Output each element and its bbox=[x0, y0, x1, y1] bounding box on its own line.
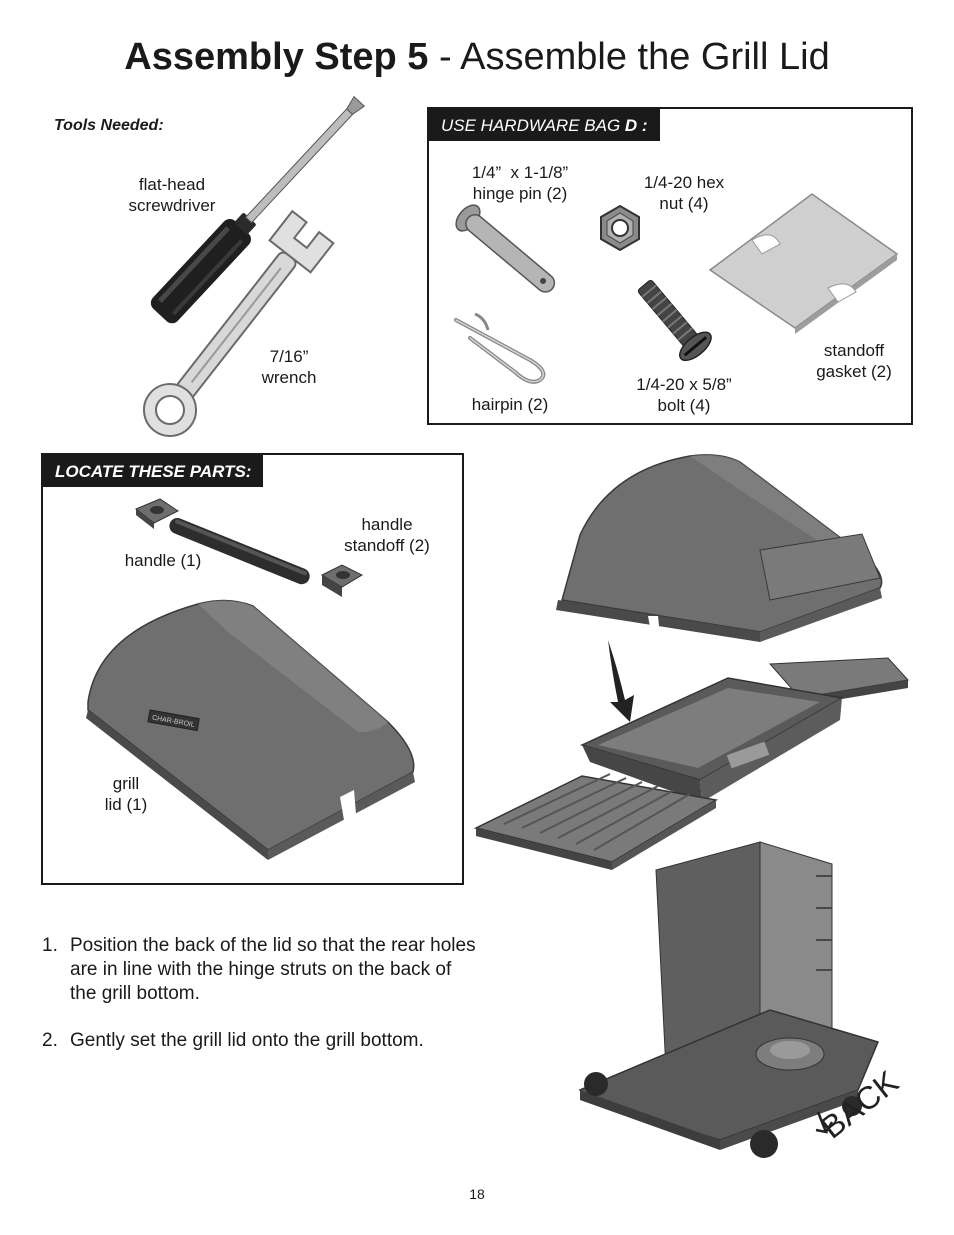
hairpin-icon bbox=[454, 312, 546, 384]
hardware-bag-header-text: USE HARDWARE BAG bbox=[441, 116, 625, 135]
bolt-icon bbox=[637, 279, 712, 362]
locate-parts-header: LOCATE THESE PARTS: bbox=[43, 455, 264, 487]
instruction-step: 1. Position the back of the lid so that … bbox=[42, 934, 482, 1006]
handle-standoff-label: handle standoff (2) bbox=[344, 515, 430, 555]
grill-lid-label: grill lid (1) bbox=[104, 774, 148, 814]
grill-assembly-illustration: BACK bbox=[473, 454, 909, 1158]
page-title-step: Assembly Step 5 bbox=[124, 36, 429, 78]
wrench-label: 7/16” wrench bbox=[261, 347, 317, 387]
step-number: 2. bbox=[42, 1030, 58, 1051]
lid-above-icon bbox=[556, 454, 883, 642]
standoff-gasket-icon bbox=[708, 193, 899, 334]
handle-standoff-left-icon bbox=[135, 498, 179, 529]
page-number: 18 bbox=[469, 1186, 485, 1202]
grill-lid-icon: CHAR-BROIL bbox=[86, 599, 415, 860]
handle-icon bbox=[135, 498, 364, 597]
hinge-pin-icon bbox=[455, 204, 556, 293]
handle-standoff-right-icon bbox=[320, 564, 364, 597]
step-text: Position the back of the lid so that the… bbox=[70, 935, 476, 1004]
screwdriver-label: flat-head screwdriver bbox=[128, 175, 216, 215]
gasket-label: standoff gasket (2) bbox=[816, 341, 892, 381]
step-text: Gently set the grill lid onto the grill … bbox=[70, 1030, 424, 1051]
locate-parts-header-text: LOCATE THESE PARTS: bbox=[55, 462, 252, 481]
back-arrow-icon bbox=[815, 1111, 834, 1134]
instruction-step: 2. Gently set the grill lid onto the gri… bbox=[42, 1029, 482, 1053]
page-title-rest: - Assemble the Grill Lid bbox=[428, 36, 830, 78]
step-number: 1. bbox=[42, 935, 58, 956]
instructions-list: 1. Position the back of the lid so that … bbox=[42, 934, 482, 1076]
tools-needed-heading: Tools Needed: bbox=[54, 117, 164, 134]
down-arrow-icon bbox=[608, 640, 634, 722]
hinge-pin-label: 1/4” x 1-1/8” hinge pin (2) bbox=[471, 163, 569, 203]
hardware-bag-header: USE HARDWARE BAG D : bbox=[429, 109, 660, 141]
page-title: Assembly Step 5 - Assemble the Grill Lid bbox=[0, 36, 954, 79]
hex-nut-label: 1/4-20 hex nut (4) bbox=[643, 173, 725, 213]
side-shelf-left-icon bbox=[473, 773, 719, 870]
screwdriver-icon bbox=[150, 95, 366, 324]
handle-label: handle (1) bbox=[124, 551, 202, 570]
wrench-icon bbox=[143, 209, 335, 437]
bolt-label: 1/4-20 x 5/8” bolt (4) bbox=[636, 375, 732, 415]
hardware-bag-letter: D : bbox=[624, 116, 648, 135]
hex-nut-icon bbox=[600, 204, 640, 252]
hairpin-label: hairpin (2) bbox=[471, 395, 549, 414]
